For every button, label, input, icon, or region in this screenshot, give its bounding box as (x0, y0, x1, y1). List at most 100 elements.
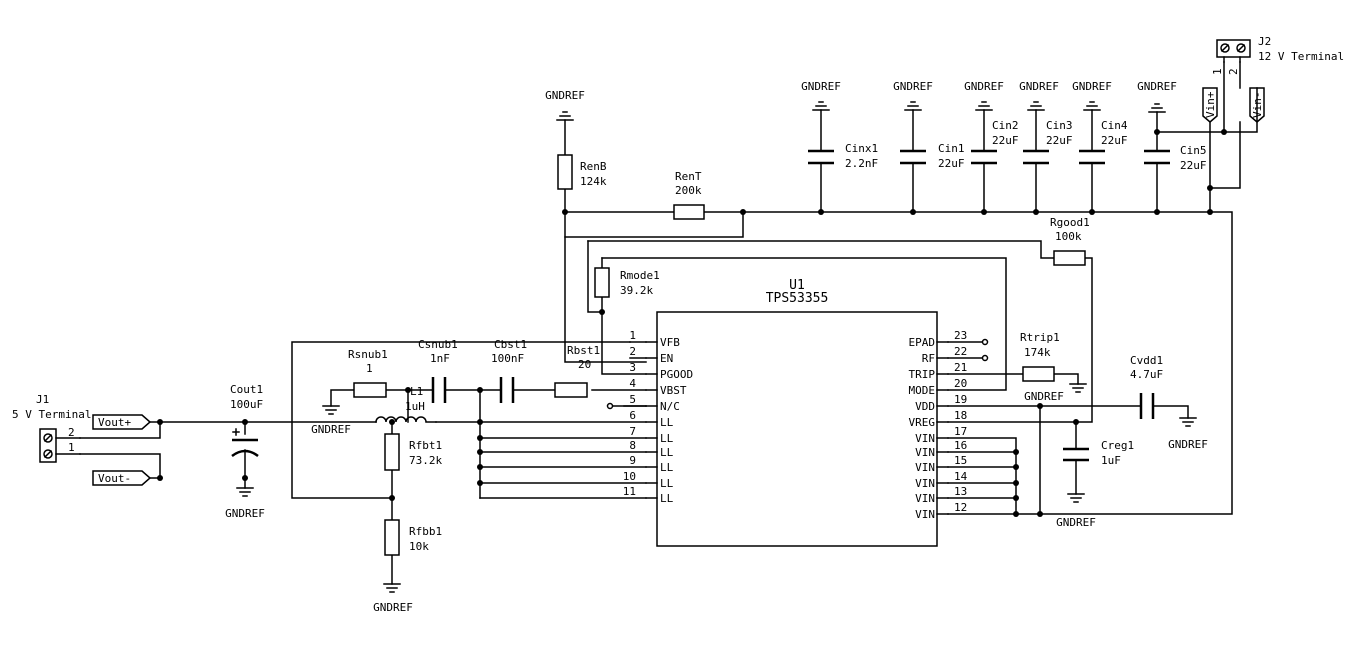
capacitor-cbst1[interactable]: Cbst1 100nF (491, 338, 527, 403)
junction-dot (1013, 511, 1019, 517)
resistor-rfbb1[interactable]: Rfbb1 10k (384, 519, 442, 556)
gnd-label: GNDREF (311, 423, 351, 436)
ic-pin-number: 13 (954, 485, 967, 498)
ground-symbol: GNDREF (1024, 383, 1087, 403)
gnd-label: GNDREF (964, 80, 1004, 93)
resistor-rmode1[interactable]: Rmode1 39.2k (594, 267, 660, 298)
junction-dot (477, 387, 483, 393)
cout1-ref: Cout1 (230, 383, 263, 396)
resistor-rsnub1[interactable]: Rsnub1 1 (348, 348, 388, 398)
connector-j1[interactable]: J1 5 V Terminal 2 1 (12, 393, 91, 463)
junction-dot (1154, 129, 1160, 135)
junction-dot (389, 419, 395, 425)
net-label-vout-pos[interactable]: Vout+ (92, 414, 152, 430)
ic-pin-number: 22 (954, 345, 967, 358)
ic-pin-name: EN (660, 352, 673, 365)
ic-pin-name: VIN (915, 508, 935, 521)
ic-pin-number: 21 (954, 361, 967, 374)
resistor-rtrip1[interactable]: Rtrip1 174k (1020, 331, 1060, 382)
ic-pin-number: 3 (629, 361, 636, 374)
vout-neg-label: Vout- (98, 472, 131, 485)
gnd-label: GNDREF (1137, 80, 1177, 93)
junction-dot (157, 475, 163, 481)
ic-left-pins: 1VFB2EN3PGOOD4VBST5N/C6LL7LL8LL9LL10LL11… (623, 329, 693, 505)
cvdd1-ref: Cvdd1 (1130, 354, 1163, 367)
cbst1-ref: Cbst1 (494, 338, 527, 351)
resistor-rgood1[interactable]: Rgood1 100k (1050, 216, 1090, 266)
ic-pin-name: LL (660, 416, 674, 429)
ic-pin-name: MODE (909, 384, 936, 397)
connector-j2[interactable]: J2 12 V Terminal 1 2 (1211, 35, 1344, 75)
junction-dot (1013, 495, 1019, 501)
ground-symbol: GNDREF (1137, 80, 1177, 113)
gnd-label: GNDREF (1072, 80, 1112, 93)
rsnub1-value: 1 (366, 362, 373, 375)
j1-ref: J1 (36, 393, 49, 406)
resistor-rfbt1[interactable]: Rfbt1 73.2k (384, 433, 442, 471)
j1-pin1: 1 (68, 441, 75, 454)
ic-pin-name: LL (660, 492, 674, 505)
capacitor-cin1[interactable]: Cin1 22uF (900, 142, 965, 170)
gnd-label: GNDREF (893, 80, 933, 93)
rent-value: 200k (675, 184, 702, 197)
capacitor-csnub1[interactable]: Csnub1 1nF (418, 338, 458, 403)
capacitor-cvdd1[interactable]: Cvdd1 4.7uF (1130, 354, 1163, 419)
ic-u1[interactable]: U1 TPS53355 (606, 278, 989, 547)
capacitor-cin4[interactable]: Cin4 22uF (1079, 119, 1128, 165)
capacitor-cinx1[interactable]: Cinx1 2.2nF (808, 142, 878, 170)
ic-pin-number: 5 (629, 393, 636, 406)
creg1-ref: Creg1 (1101, 439, 1134, 452)
gnd-label: GNDREF (545, 89, 585, 102)
rsnub1-ref: Rsnub1 (348, 348, 388, 361)
vout-pos-label: Vout+ (98, 416, 131, 429)
rbst1-ref: Rbst1 (567, 344, 600, 357)
junction-dot (1013, 449, 1019, 455)
resistor-renb[interactable]: RenB 124k (557, 154, 607, 190)
ic-pin-name: LL (660, 432, 674, 445)
rbst1-value: 20 (578, 358, 591, 371)
resistor-rbst1[interactable]: Rbst1 20 (554, 344, 600, 398)
cin2-value: 22uF (992, 134, 1019, 147)
net-label-vin-pos[interactable]: Vin+ (1202, 87, 1218, 123)
inductor-l1[interactable]: L1 1uH (375, 385, 437, 423)
gnd-label: GNDREF (1024, 390, 1064, 403)
junction-dot (405, 387, 411, 393)
junction-dot (1037, 403, 1043, 409)
ground-symbol: GNDREF (1056, 493, 1096, 529)
ic-pin-name: LL (660, 461, 674, 474)
ic-pin-name: VFB (660, 336, 680, 349)
rfbt1-value: 73.2k (409, 454, 442, 467)
ic-pin-number: 17 (954, 425, 967, 438)
capacitor-creg1[interactable]: Creg1 1uF (1063, 439, 1134, 467)
junction-dot (562, 209, 568, 215)
capacitor-cin2[interactable]: Cin2 22uF (971, 119, 1019, 165)
capacitor-cin3[interactable]: Cin3 22uF (1023, 119, 1073, 165)
net-label-vout-neg[interactable]: Vout- (92, 470, 152, 486)
resistor-rent[interactable]: RenT 200k (673, 170, 705, 220)
vin-neg-label: Vin- (1251, 92, 1264, 119)
j2-pin2: 2 (1227, 68, 1240, 75)
rtrip1-value: 174k (1024, 346, 1051, 359)
junction-dot (1221, 129, 1227, 135)
cin4-value: 22uF (1101, 134, 1128, 147)
ic-pin-number: 4 (629, 377, 636, 390)
gnd-label: GNDREF (1056, 516, 1096, 529)
j2-pin1: 1 (1211, 68, 1224, 75)
cin2-ref: Cin2 (992, 119, 1019, 132)
ic-pin-name: VIN (915, 446, 935, 459)
cin5-value: 22uF (1180, 159, 1207, 172)
capacitor-cin5[interactable]: Cin5 22uF (1144, 144, 1207, 172)
net-label-vin-neg[interactable]: Vin- (1249, 87, 1265, 123)
junction-dot (1073, 419, 1079, 425)
cinx1-ref: Cinx1 (845, 142, 878, 155)
ic-pin-number: 19 (954, 393, 967, 406)
cin3-value: 22uF (1046, 134, 1073, 147)
junction-dot (477, 480, 483, 486)
cvdd1-value: 4.7uF (1130, 368, 1163, 381)
ic-pin-name: LL (660, 446, 674, 459)
capacitor-cout1[interactable]: Cout1 100uF (230, 383, 263, 458)
rmode1-value: 39.2k (620, 284, 653, 297)
junction-dot (1089, 209, 1095, 215)
csnub1-value: 1nF (430, 352, 450, 365)
